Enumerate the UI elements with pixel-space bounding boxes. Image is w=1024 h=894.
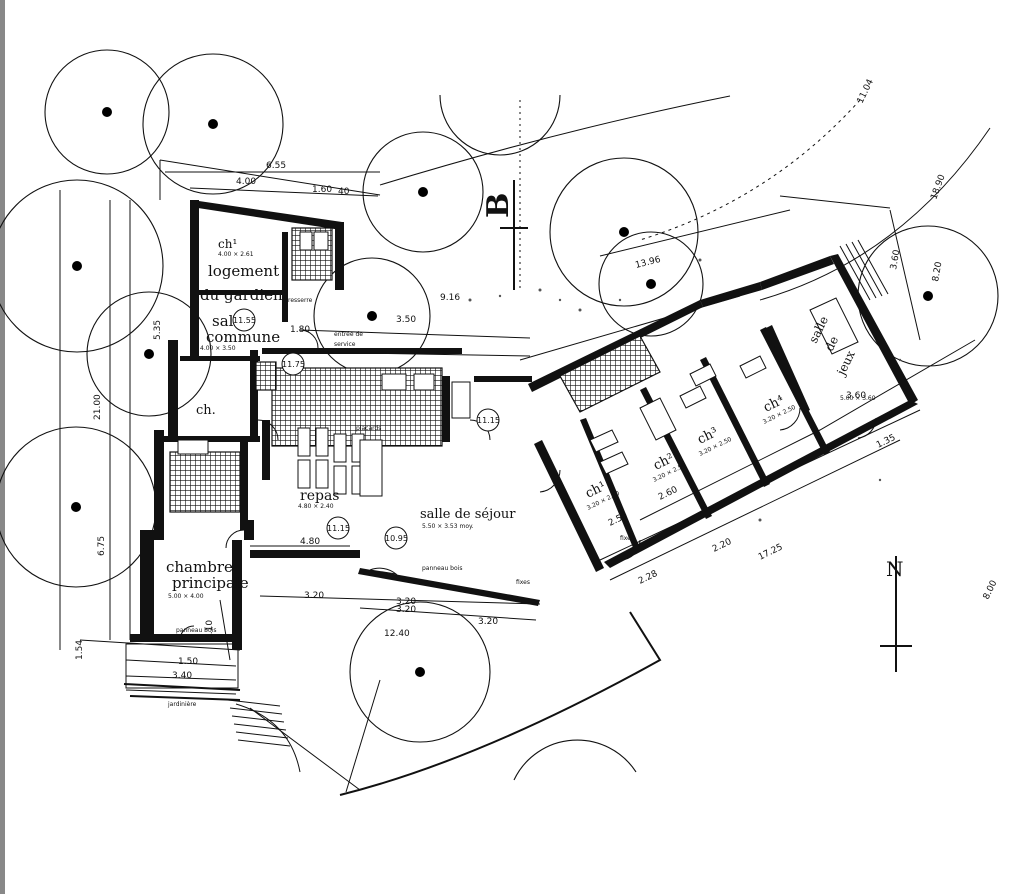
label-sejour-size: 5.50 × 3.53 moy. [422, 523, 474, 530]
dim-6-55: 6.55 [266, 161, 286, 171]
label-commune-size: 4.00 × 3.50 [200, 345, 236, 352]
label-salle-de-sejour: salle de séjour [420, 507, 516, 522]
dim-3-60-b: 3.60 [846, 391, 866, 401]
dim-6-75: 6.75 [97, 536, 107, 556]
label-ch1-west: ch¹ [218, 237, 237, 251]
level-markers: 11.55 11.75 11.15 11.15 10.95 [232, 308, 500, 550]
room-labels: ch¹ 4.00 × 2.61 logement du gardien sall… [166, 237, 876, 708]
label-placards: placards [356, 425, 381, 432]
label-ch1-size: 4.00 × 2.61 [218, 251, 254, 258]
label-commune: commune [206, 328, 280, 346]
dim-40: 40 [338, 187, 350, 197]
dim-11-04: 11.04 [856, 78, 876, 106]
label-principale-size: 5.00 × 4.00 [168, 593, 204, 600]
dim-1-80: 1.80 [290, 325, 310, 335]
level-marker-3: 11.15 [477, 416, 500, 425]
dim-6-10: 6.10 [205, 620, 215, 640]
level-marker-5: 10.95 [385, 534, 408, 543]
label-ch-west: ch. [196, 403, 216, 418]
label-principale: principale [172, 574, 249, 592]
dim-1-35: 1.35 [875, 433, 897, 451]
north-arrow: N [880, 556, 912, 672]
label-service: service [334, 341, 356, 348]
label-de-jeux: de [822, 334, 841, 353]
dim-4-00: 4.00 [236, 177, 256, 187]
dim-3-40: 3.40 [172, 671, 192, 681]
dim-21-00: 21.00 [93, 394, 103, 420]
label-entree: entrée de [334, 331, 363, 338]
label-chambre: chambre [166, 558, 233, 576]
label-repas-size: 4.80 × 2.40 [298, 503, 334, 510]
stairs [123, 239, 889, 773]
dim-1-50: 1.50 [178, 657, 198, 667]
label-fixes: fixes [516, 579, 530, 586]
label-panneau-bois-west: panneau bois [176, 627, 216, 634]
dim-8-20: 8.20 [931, 261, 944, 283]
label-logement: logement [208, 262, 279, 280]
label-jeux: jeux [833, 348, 858, 379]
label-fixe: fixe [620, 535, 631, 542]
dim-3-20-a: 3.20 [304, 591, 324, 601]
dim-1-54: 1.54 [75, 640, 85, 660]
trees [0, 49, 999, 781]
dim-18-90: 18.90 [929, 173, 947, 201]
dim-17-25: 17.25 [757, 542, 785, 562]
dim-8-00: 8.00 [982, 579, 1000, 602]
label-jardiniere: jardinière [167, 701, 197, 708]
dim-2-28: 2.28 [637, 569, 660, 587]
north-arrow-label: N [886, 557, 904, 581]
dim-9-16: 9.16 [440, 293, 460, 303]
fixtures [177, 231, 859, 497]
section-marker: B [481, 193, 516, 218]
level-marker-1: 11.55 [233, 316, 256, 325]
label-du-gardien: du gardien [200, 286, 283, 304]
dim-3-20-b: 3.20 [396, 605, 416, 615]
site-lines [59, 95, 991, 796]
dim-3-20-d: 3.20 [396, 597, 416, 607]
dim-5-35: 5.35 [153, 320, 163, 340]
dim-3-60: 3.60 [889, 249, 902, 271]
dim-4-80: 4.80 [300, 537, 320, 547]
level-marker-4: 11.15 [327, 524, 350, 533]
level-marker-2: 11.75 [282, 360, 305, 369]
label-panneau-bois-south: panneau bois [422, 565, 462, 572]
dim-3-50: 3.50 [396, 315, 416, 325]
dim-2-20: 2.20 [711, 537, 734, 555]
dim-1-60: 1.60 [312, 185, 332, 195]
scan-edge [0, 0, 5, 894]
label-jeux-size: 5.00 × 3.60 [840, 395, 876, 402]
scan-noise [468, 258, 902, 522]
label-repas: repas [300, 488, 339, 504]
dimension-lines [109, 171, 921, 695]
label-resserre: resserre [288, 297, 313, 304]
dim-13-96: 13.96 [634, 255, 662, 271]
dim-3-20-c: 3.20 [478, 617, 498, 627]
dim-12-40: 12.40 [384, 629, 410, 639]
dim-2-60: 2.60 [657, 485, 680, 503]
